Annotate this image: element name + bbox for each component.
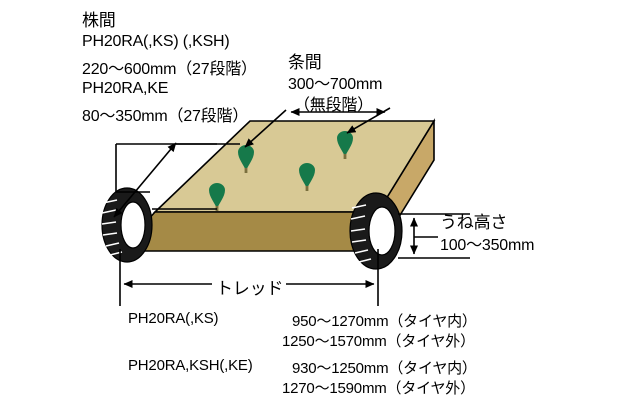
une-height-range: 100〜350mm: [440, 237, 535, 254]
jyoma-dimension: [244, 107, 391, 148]
kabuma-title: 株間: [82, 11, 116, 30]
table-row-value-inner: 930〜1250mm（タイヤ内）: [292, 360, 477, 377]
jyoma-note: （無段階）: [294, 97, 374, 114]
seedling-icon: [238, 145, 254, 173]
table-row-model: PH20RA(,KS): [128, 310, 219, 327]
seedling-icon: [337, 131, 353, 159]
table-row-model: PH20RA,KSH(,KE): [128, 357, 253, 374]
table-row-value-inner: 950〜1270mm（タイヤ内）: [292, 313, 477, 330]
jyoma-range: 300〜700mm: [288, 76, 383, 93]
bed-front-face: [118, 211, 379, 252]
kabuma-model-1: PH20RA(,KS) (,KSH): [82, 33, 230, 50]
kabuma-model-2: PH20RA,KE: [82, 80, 169, 97]
tire-icon: [349, 192, 403, 270]
kabuma-dimension: [113, 142, 240, 218]
tire-icon: [101, 187, 153, 263]
jyoma-title: 条間: [288, 53, 322, 72]
table-row-value-outer: 1270〜1590mm（タイヤ外）: [282, 380, 475, 397]
une-height-dimension: [398, 213, 470, 259]
table-guides: [119, 299, 379, 306]
tread-dimension: [119, 249, 379, 299]
kabuma-range-1: 220〜600mm（27段階）: [82, 61, 257, 78]
kabuma-range-2: 80〜350mm（27段階）: [82, 108, 249, 125]
table-row-value-outer: 1250〜1570mm（タイヤ外）: [282, 333, 475, 350]
seedling-icon: [299, 163, 315, 191]
tread-label: トレッド: [216, 279, 284, 298]
une-height-title: うね高さ: [440, 213, 508, 232]
